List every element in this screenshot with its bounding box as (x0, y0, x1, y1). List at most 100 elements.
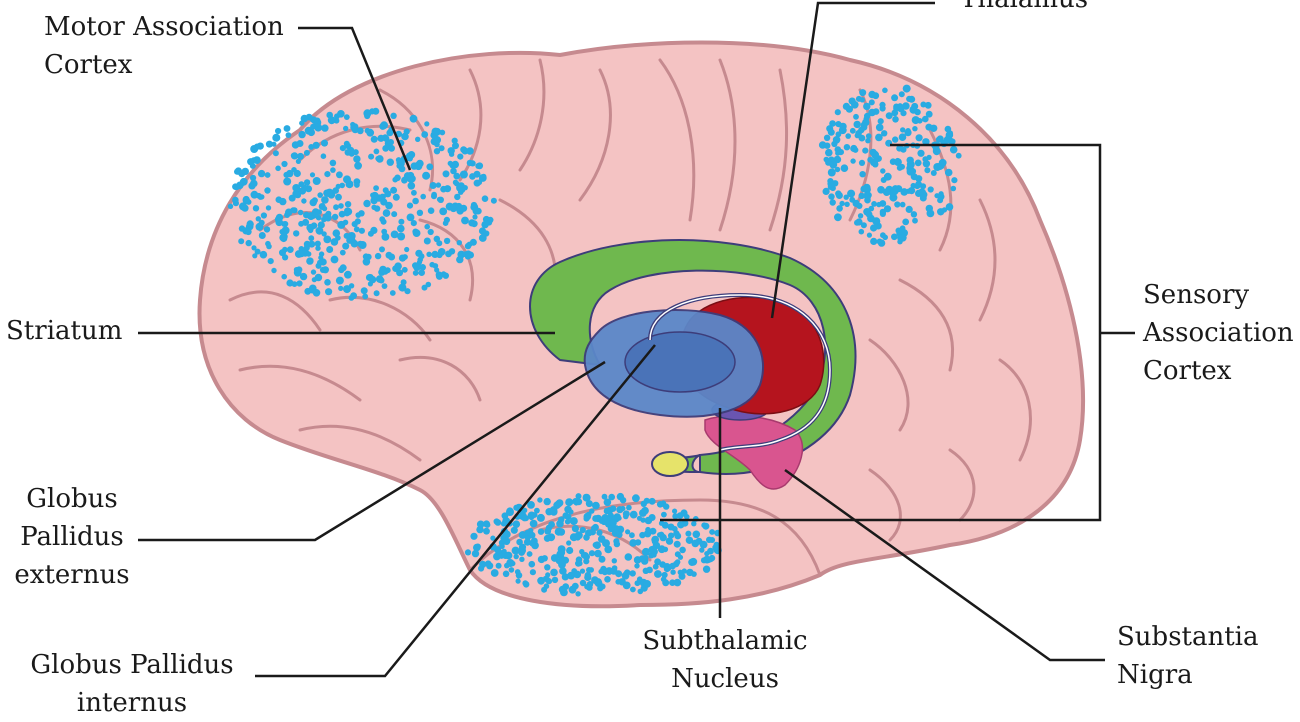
neuron-dot (859, 135, 866, 142)
neuron-dot (370, 193, 375, 198)
neuron-dot (326, 246, 333, 253)
neuron-dot (460, 171, 468, 179)
neuron-dot (275, 128, 281, 134)
neuron-dot (863, 103, 870, 110)
neuron-dot (291, 152, 298, 159)
neuron-dot (272, 134, 280, 142)
neuron-dot (258, 195, 263, 200)
neuron-dot (891, 234, 898, 241)
neuron-dot (664, 566, 670, 572)
neuron-dot (368, 231, 374, 237)
neuron-dot (871, 151, 879, 159)
neuron-dot (443, 170, 450, 177)
neuron-dot (951, 186, 957, 192)
neuron-dot (872, 217, 880, 225)
neuron-dot (390, 187, 397, 194)
neuron-dot (354, 226, 360, 232)
neuron-dot (379, 123, 386, 130)
neuron-dot (467, 242, 473, 248)
neuron-dot (644, 498, 650, 504)
neuron-dot (867, 157, 873, 163)
neuron-dot (381, 219, 387, 225)
neuron-dot (882, 88, 888, 94)
neuron-dot (428, 207, 435, 214)
neuron-dot (368, 154, 374, 160)
neuron-dot (311, 117, 318, 124)
neuron-dot (858, 127, 864, 133)
neuron-dot (371, 136, 378, 143)
neuron-dot (685, 531, 691, 537)
neuron-dot (674, 541, 681, 548)
neuron-dot (426, 163, 433, 170)
neuron-dot (647, 567, 653, 573)
neuron-dot (931, 170, 937, 176)
neuron-dot (626, 505, 632, 511)
label-sensory-association-cortex: Sensory Association Cortex (1143, 276, 1294, 390)
neuron-dot (479, 227, 486, 234)
neuron-dot (599, 556, 606, 563)
neuron-dot (310, 199, 317, 206)
neuron-dot (413, 270, 419, 276)
neuron-dot (512, 547, 520, 555)
neuron-dot (273, 150, 279, 156)
neuron-dot (615, 579, 621, 585)
neuron-dot (844, 202, 849, 207)
neuron-dot (304, 179, 310, 185)
neuron-dot (659, 521, 664, 526)
neuron-dot (679, 573, 686, 580)
neuron-dot (286, 170, 293, 177)
neuron-dot (592, 515, 599, 522)
neuron-dot (907, 157, 914, 164)
neuron-dot (850, 128, 856, 134)
neuron-dot (419, 253, 425, 259)
neuron-dot (355, 212, 361, 218)
neuron-dot (241, 205, 248, 212)
neuron-dot (306, 224, 314, 232)
neuron-dot (301, 198, 306, 203)
neuron-dot (408, 182, 416, 190)
neuron-dot (336, 277, 344, 285)
neuron-dot (630, 570, 636, 576)
neuron-dot (232, 197, 239, 204)
label-globus-pallidus-internus: Globus Pallidus internus (22, 646, 242, 722)
neuron-dot (859, 193, 865, 199)
neuron-dot (889, 189, 897, 197)
neuron-dot (460, 187, 465, 192)
neuron-dot (454, 194, 460, 200)
neuron-dot (550, 508, 558, 516)
neuron-dot (421, 131, 428, 138)
neuron-dot (843, 103, 850, 110)
neuron-dot (648, 546, 656, 554)
neuron-dot (862, 148, 868, 154)
neuron-dot (902, 219, 909, 226)
neuron-dot (503, 537, 511, 545)
neuron-dot (399, 284, 406, 291)
neuron-dot (563, 512, 570, 519)
neuron-dot (844, 144, 850, 150)
neuron-dot (287, 246, 294, 253)
neuron-dot (355, 218, 361, 224)
neuron-dot (379, 246, 385, 252)
neuron-dot (396, 269, 403, 276)
neuron-dot (544, 564, 550, 570)
neuron-dot (258, 170, 265, 177)
neuron-dot (324, 279, 331, 286)
neuron-dot (476, 162, 483, 169)
amygdala (652, 452, 688, 476)
neuron-dot (439, 145, 445, 151)
neuron-dot (924, 167, 930, 173)
neuron-dot (630, 587, 636, 593)
neuron-dot (460, 146, 467, 153)
neuron-dot (703, 556, 711, 564)
neuron-dot (672, 509, 677, 514)
neuron-dot (275, 166, 281, 172)
neuron-dot (253, 156, 261, 164)
neuron-dot (950, 146, 958, 154)
neuron-dot (610, 567, 617, 574)
neuron-dot (637, 516, 642, 521)
neuron-dot (477, 180, 483, 186)
neuron-dot (693, 531, 701, 539)
neuron-dot (349, 237, 355, 243)
neuron-dot (363, 258, 371, 266)
neuron-dot (859, 89, 866, 96)
